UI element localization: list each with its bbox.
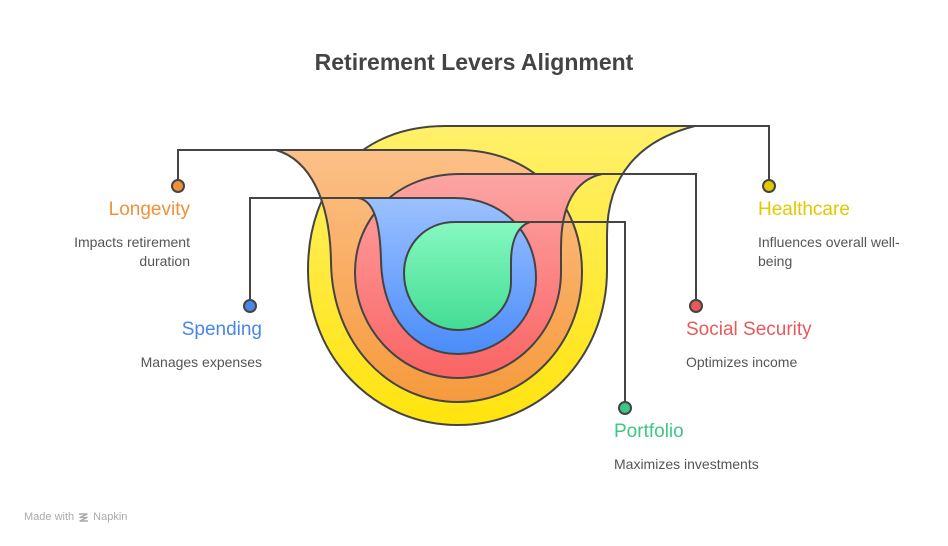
longevity-connector	[177, 149, 290, 186]
social-security-label: Social Security	[686, 319, 812, 340]
social-security-connector	[596, 173, 697, 306]
portfolio-label: Portfolio	[614, 421, 684, 442]
portfolio-layer	[402, 221, 531, 332]
spending-label: Spending	[181, 319, 262, 340]
page-title: Retirement Levers Alignment	[314, 49, 634, 75]
footer-prefix: Made with	[24, 511, 75, 523]
healthcare-connector	[690, 125, 770, 186]
portfolio-dot	[618, 401, 632, 415]
healthcare-dot	[762, 179, 776, 193]
healthcare-label: Healthcare	[758, 199, 850, 220]
napkin-footer[interactable]: Made with Napkin	[24, 511, 127, 523]
spending-description: Manages expenses	[140, 354, 262, 370]
footer-brand: Napkin	[93, 511, 128, 523]
portfolio-connector	[520, 221, 626, 408]
connectors	[177, 125, 770, 408]
spending-dot	[243, 299, 257, 313]
spending-connector	[249, 197, 372, 306]
social-security-description: Optimizes income	[686, 354, 798, 370]
social-security-dot	[689, 299, 703, 313]
longevity-description: Impacts retirement duration	[74, 234, 190, 269]
healthcare-description: Influences overall well-being	[758, 234, 900, 269]
napkin-logo-icon	[79, 512, 89, 522]
longevity-dot	[171, 179, 185, 193]
portfolio-description: Maximizes investments	[614, 456, 759, 472]
longevity-label: Longevity	[108, 199, 190, 220]
